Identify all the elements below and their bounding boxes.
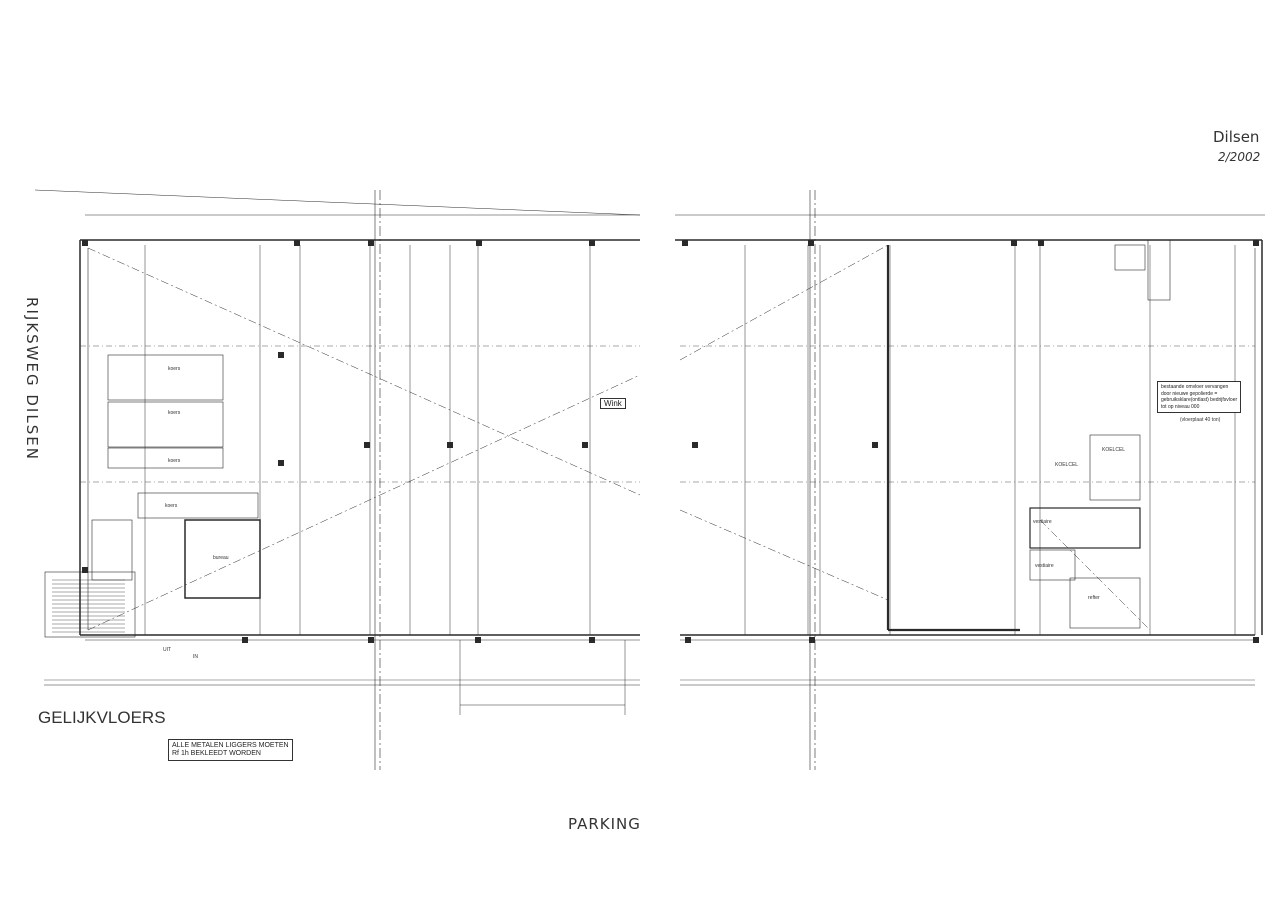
- column-marker: [1038, 240, 1044, 246]
- column-marker: [582, 442, 588, 448]
- column-marker: [447, 442, 453, 448]
- room-label: vestiaire: [1033, 519, 1052, 525]
- room-label: UIT: [163, 647, 172, 653]
- column-marker: [368, 240, 374, 246]
- column-marker: [278, 352, 284, 358]
- column-marker: [368, 637, 374, 643]
- column-marker: [364, 442, 370, 448]
- plan-rect: [107, 354, 224, 401]
- room-label: koers: [168, 410, 181, 416]
- note-line: tot op niveau 000: [1161, 403, 1200, 410]
- column-marker: [82, 240, 88, 246]
- column-marker: [809, 637, 815, 643]
- sanitary-block: [1029, 507, 1141, 549]
- plan-rect: [91, 519, 133, 581]
- plan-rect: [1089, 434, 1141, 501]
- column-marker: [278, 460, 284, 466]
- plan-rect: [1114, 244, 1146, 271]
- column-marker: [589, 637, 595, 643]
- room-label: KOELCEL: [1055, 462, 1079, 468]
- note-line: Rf 1h BEKLEEDT WORDEN: [172, 750, 261, 757]
- room-label: KOELCEL: [1102, 447, 1126, 453]
- column-marker: [692, 442, 698, 448]
- winkel-label: Wink: [600, 398, 626, 409]
- column-marker: [872, 442, 878, 448]
- plan-line: [87, 247, 641, 496]
- note-line: gebruiksklare(ontlast) bedrijfsvloer: [1161, 397, 1238, 403]
- plan-rect: [1029, 549, 1076, 581]
- sheet-edge: [34, 189, 641, 216]
- bureau-walls: [184, 519, 261, 599]
- column-marker: [82, 567, 88, 573]
- plan-rect: [107, 447, 224, 469]
- room-label: vestiaire: [1035, 563, 1054, 569]
- note-line: ALLE METALEN LIGGERS MOETEN: [172, 742, 289, 749]
- room-label: koers: [168, 366, 181, 372]
- plan-rect: [107, 401, 224, 448]
- plan-rect: [44, 571, 136, 638]
- column-marker: [589, 240, 595, 246]
- room-label: refter: [1088, 595, 1100, 601]
- plan-rect: [137, 492, 259, 519]
- handwritten-date: 2/2002: [1218, 150, 1261, 164]
- handwritten-parking: PARKING: [568, 815, 641, 833]
- note-line: door nieuwe gepolierde =: [1161, 390, 1218, 397]
- plan-line: [1039, 519, 1151, 631]
- room-label: bureau: [213, 555, 229, 561]
- plan-title: GELIJKVLOERS: [38, 708, 166, 727]
- plan-line: [679, 509, 889, 601]
- column-marker: [1253, 240, 1259, 246]
- plan-line: [679, 244, 889, 361]
- column-marker: [475, 637, 481, 643]
- column-marker: [682, 240, 688, 246]
- plan-line: [87, 374, 641, 631]
- column-marker: [294, 240, 300, 246]
- column-marker: [476, 240, 482, 246]
- note-line: bestaande omvloer vervangen: [1161, 384, 1229, 390]
- column-marker: [808, 240, 814, 246]
- column-marker: [685, 637, 691, 643]
- room-label: IN: [193, 654, 198, 660]
- column-marker: [1011, 240, 1017, 246]
- room-label: koers: [168, 458, 181, 464]
- note-steel-beams: ALLE METALEN LIGGERS MOETEN Rf 1h BEKLEE…: [168, 739, 293, 761]
- note-floor-sub: (vloerplaat 40 ton): [1180, 417, 1221, 423]
- plan-rect: [1147, 239, 1171, 301]
- column-marker: [1253, 637, 1259, 643]
- handwritten-street: RIJKSWEG DILSEN: [22, 297, 41, 461]
- note-floor: bestaande omvloer vervangen door nieuwe …: [1157, 381, 1242, 413]
- plan-rect: [1069, 577, 1141, 629]
- room-label: koers: [165, 503, 178, 509]
- handwritten-city: Dilsen: [1213, 128, 1260, 146]
- column-marker: [242, 637, 248, 643]
